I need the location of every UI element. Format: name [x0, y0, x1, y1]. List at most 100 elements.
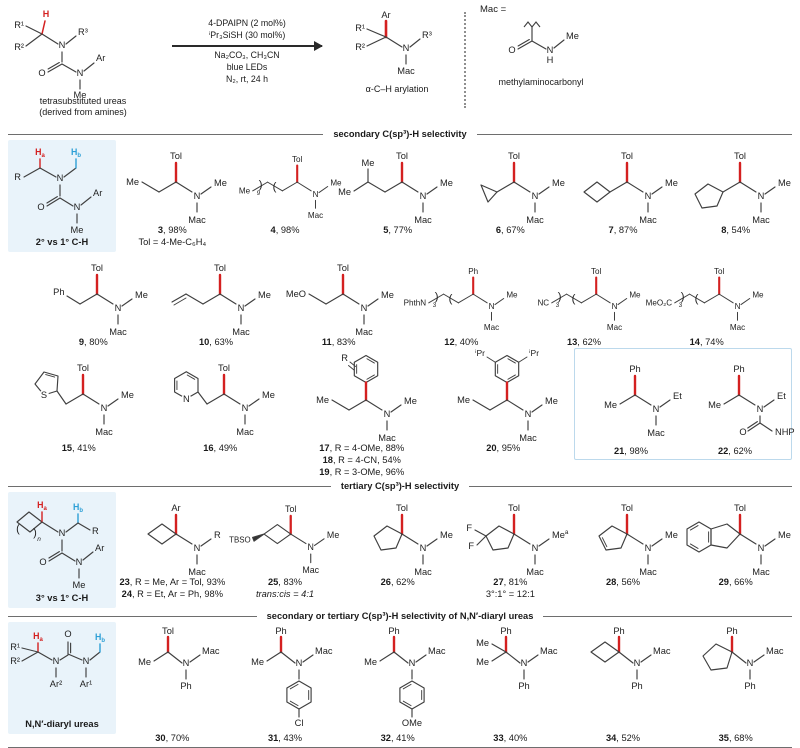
- svg-text:Me: Me: [258, 290, 271, 300]
- svg-text:N: N: [532, 543, 539, 553]
- structure-drawing: PhMeNEtONHPh: [708, 364, 795, 437]
- compound-caption: 22, 62%: [718, 445, 752, 457]
- svg-text:N: N: [383, 409, 390, 419]
- compound-caption: 10, 63%: [199, 336, 233, 348]
- svg-text:Mac: Mac: [527, 567, 545, 577]
- svg-text:N: N: [645, 191, 652, 201]
- svg-text:Et: Et: [673, 391, 682, 401]
- svg-text:Mac: Mac: [189, 215, 207, 225]
- svg-text:Ph: Ph: [519, 681, 530, 691]
- section-rule: [8, 133, 324, 135]
- svg-text:N: N: [308, 543, 314, 553]
- compound-caption-line: 22, 62%: [717, 446, 753, 457]
- compound-caption: 30, 70%: [155, 732, 189, 744]
- svg-text:N: N: [77, 68, 84, 78]
- svg-text:N: N: [419, 191, 426, 201]
- compound-caption-line: 12, 40%: [444, 337, 479, 347]
- svg-text:Me: Me: [73, 580, 86, 590]
- dashed-divider: [464, 12, 466, 108]
- svg-text:Tol: Tol: [508, 503, 520, 513]
- svg-text:): ): [259, 179, 263, 191]
- svg-text:3: 3: [433, 302, 437, 309]
- section-rule: [8, 485, 331, 487]
- svg-text:N: N: [757, 404, 764, 414]
- compound-caption: 28, 56%: [606, 576, 640, 588]
- svg-text:N: N: [115, 303, 122, 313]
- compound-caption-line: 4, 98%: [270, 225, 300, 235]
- svg-text:): ): [435, 291, 439, 303]
- svg-text:R³: R³: [78, 27, 88, 37]
- svg-text:N: N: [489, 302, 495, 311]
- compound-caption: 35, 68%: [719, 732, 753, 744]
- svg-text:N: N: [242, 403, 249, 413]
- svg-text:Cl: Cl: [295, 718, 304, 728]
- svg-text:Mac: Mac: [484, 323, 499, 332]
- compound-caption-line: 27, 81%: [493, 577, 528, 588]
- svg-text:N: N: [525, 409, 532, 419]
- svg-text:Mac: Mac: [202, 646, 220, 656]
- compound-caption-line: 26, 62%: [380, 577, 415, 588]
- svg-text:N: N: [57, 173, 64, 183]
- svg-text:N: N: [194, 543, 201, 553]
- compound-caption-line: 31, 43%: [267, 733, 303, 744]
- svg-text:Mac: Mac: [647, 428, 665, 438]
- svg-text:Me: Me: [476, 657, 489, 667]
- compound-caption-line: 6, 67%: [495, 225, 525, 235]
- svg-text:N: N: [757, 543, 764, 553]
- svg-text:N: N: [100, 403, 107, 413]
- svg-text:Ph: Ph: [501, 626, 512, 636]
- svg-text:Me: Me: [327, 530, 339, 540]
- svg-text:Tol: Tol: [214, 263, 226, 273]
- svg-text:Me: Me: [752, 291, 764, 300]
- compound-caption: 11, 83%: [322, 336, 356, 348]
- compound-caption-line: 21, 98%: [613, 446, 649, 457]
- svg-text:N: N: [53, 656, 60, 666]
- svg-text:S: S: [41, 390, 47, 400]
- svg-text:ⁱPr: ⁱPr: [475, 348, 485, 358]
- svg-text:Mac: Mac: [355, 327, 373, 337]
- svg-text:N: N: [757, 191, 764, 201]
- svg-text:NC: NC: [537, 298, 549, 307]
- section-header-label: secondary C(sp³)-H selectivity: [333, 129, 467, 139]
- svg-text:Tol: Tol: [170, 151, 182, 161]
- svg-text:Me: Me: [135, 290, 148, 300]
- svg-text:O: O: [38, 68, 45, 78]
- compound-caption: 29, 66%: [719, 576, 753, 588]
- svg-text:Me: Me: [665, 530, 678, 540]
- svg-text:H: H: [43, 9, 50, 19]
- compound-caption: 7, 87%: [609, 224, 638, 236]
- svg-text:Tol: Tol: [734, 503, 746, 513]
- svg-text:Ar²: Ar²: [50, 679, 62, 689]
- svg-text:R³: R³: [422, 30, 432, 40]
- svg-text:Ph: Ph: [388, 626, 399, 636]
- svg-text:(: (: [16, 523, 20, 535]
- svg-text:N: N: [653, 404, 660, 414]
- svg-text:N: N: [296, 658, 303, 668]
- svg-text:TBSO: TBSO: [229, 536, 251, 545]
- compound-caption: 25, 83%trans:cis = 4:1: [256, 576, 314, 600]
- svg-text:R²: R²: [14, 42, 24, 52]
- svg-text:Tol: Tol: [285, 504, 296, 514]
- compound-caption-line: 25, 83%: [267, 577, 303, 588]
- section-rule: [476, 133, 792, 135]
- svg-text:Tol: Tol: [77, 363, 89, 373]
- svg-text:R¹: R¹: [10, 642, 20, 652]
